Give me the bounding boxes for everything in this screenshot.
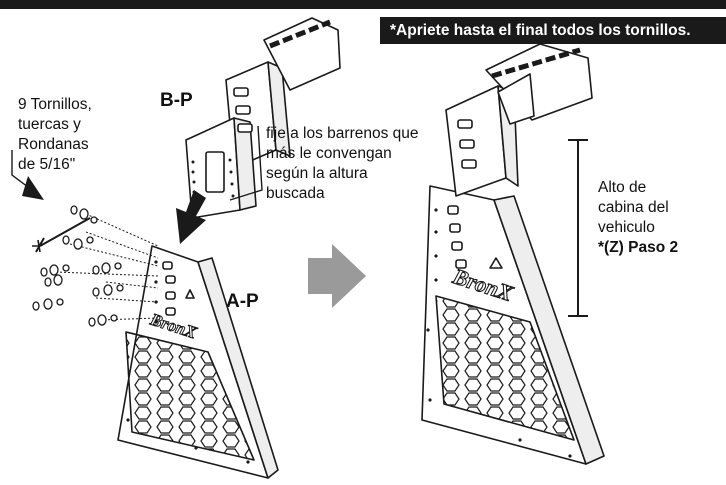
top-bar	[0, 0, 726, 9]
part-bp-label: B-P	[160, 90, 193, 111]
part-bp-left	[185, 17, 341, 219]
part-ap-left	[117, 245, 279, 479]
height-dimension	[568, 139, 588, 317]
right-arrow-icon	[308, 244, 366, 308]
banner: *Apriete hasta el final todos los tornil…	[380, 17, 726, 44]
bolt-icon	[32, 205, 159, 327]
part-ap-label: A-P	[226, 291, 259, 312]
leader-arrow-icon	[22, 176, 44, 200]
bolts-label: 9 Tornillos, tuercas y Rondanas de 5/16"	[18, 96, 92, 173]
assembled-structure	[421, 43, 605, 465]
height-label: Alto de cabina del vehiculo *(Z) Paso 2	[598, 179, 679, 256]
instruction-leader	[229, 125, 263, 201]
instruction-label: fije a los barrenos que más le convengan…	[266, 125, 419, 202]
down-arrow-icon	[176, 190, 206, 244]
